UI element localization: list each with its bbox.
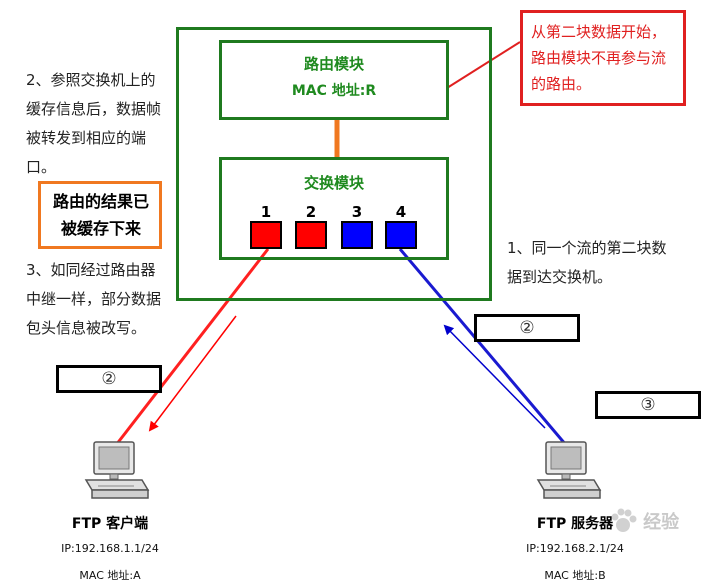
client-forward-arrow: [148, 315, 237, 432]
note-red-box: 从第二块数据开始，路由模块不再参与流的路由。: [520, 10, 686, 106]
server-name: FTP 服务器: [536, 516, 614, 532]
port-2: [295, 221, 327, 249]
note-orange-box: 路由的结果已被缓存下来: [38, 181, 162, 249]
router-module: 路由模块 MAC 地址:R: [219, 40, 449, 120]
client-link-line: [114, 248, 270, 446]
marker-right-mid: ②: [474, 314, 580, 342]
port-1-label: 1: [260, 203, 272, 221]
client-name: FTP 客户端: [71, 516, 149, 532]
port-4-label: 4: [395, 203, 407, 221]
port-3-label: 3: [351, 203, 363, 221]
switch-module: 交换模块: [219, 157, 449, 260]
router-mac: MAC 地址:R: [291, 83, 377, 99]
server-computer-icon: [536, 441, 602, 499]
server-ip: IP:192.168.2.1/24: [526, 542, 624, 555]
server-link-line: [398, 248, 568, 446]
watermark-paw-icon: [611, 508, 637, 532]
client-computer-icon: [84, 441, 150, 499]
l3-switch-frame: [176, 27, 492, 301]
port-3: [341, 221, 373, 249]
client-mac: MAC 地址:A: [79, 569, 141, 582]
note-orange-text: 路由的结果已被缓存下来: [52, 192, 149, 238]
client-ip: IP:192.168.1.1/24: [61, 542, 159, 555]
marker-right-low: ③: [595, 391, 701, 419]
note-right: 1、同一个流的第二块数据到达交换机。: [507, 239, 667, 286]
server-mac: MAC 地址:B: [544, 569, 606, 582]
marker-left: ②: [56, 365, 162, 393]
port-2-label: 2: [305, 203, 317, 221]
switch-title: 交换模块: [303, 174, 364, 192]
note-left-top: 2、参照交换机上的缓存信息后，数据帧被转发到相应的端口。: [26, 71, 162, 176]
watermark: 经验: [608, 506, 679, 536]
port-1: [250, 221, 282, 249]
port-4: [385, 221, 417, 249]
watermark-text: 经验: [643, 512, 680, 533]
note-left-bottom: 3、如同经过路由器中继一样，部分数据包头信息被改写。: [26, 261, 162, 337]
callout-line: [446, 41, 521, 89]
router-title: 路由模块: [303, 55, 364, 73]
note-red-text: 从第二块数据开始，路由模块不再参与流的路由。: [531, 23, 667, 93]
server-inbound-arrow: [443, 324, 546, 429]
